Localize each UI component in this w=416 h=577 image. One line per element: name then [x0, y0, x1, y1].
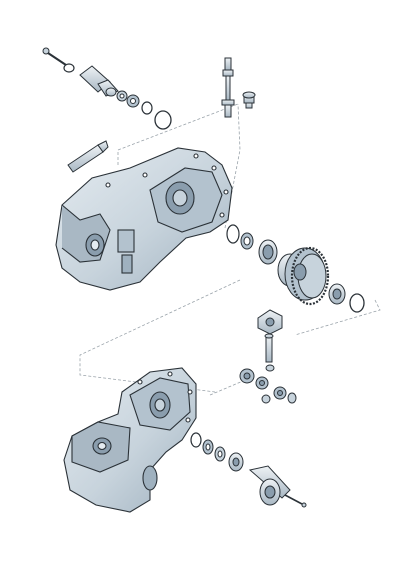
- pinion-shaft-icon: [264, 333, 274, 363]
- bearing-icon: [258, 239, 278, 265]
- sealant-tube-icon: [67, 140, 109, 173]
- seal-ring-icon: [154, 110, 172, 130]
- bevel-gear-icon: [255, 376, 269, 390]
- seal-ring-icon: [226, 224, 240, 244]
- bolt-icon: [42, 47, 67, 66]
- bevel-gear-icon: [239, 368, 255, 384]
- sensor-icon: [221, 57, 235, 118]
- bearing-icon: [328, 283, 346, 305]
- washer-icon: [265, 364, 275, 372]
- washer-icon: [202, 439, 214, 455]
- washer-icon: [214, 446, 226, 462]
- washer-icon: [261, 394, 271, 404]
- seal-ring-icon: [190, 432, 202, 448]
- flange-shaft-icon: [248, 465, 307, 508]
- housing-cover-icon: [63, 367, 197, 513]
- gearbox-housing-icon: [55, 147, 233, 291]
- seal-ring-icon: [141, 101, 153, 115]
- plug-icon: [242, 91, 256, 109]
- bearing-icon: [228, 452, 244, 472]
- washer-icon: [240, 232, 254, 250]
- selector-shaft-icon: [79, 65, 119, 97]
- o-ring-icon: [63, 63, 75, 73]
- differential-icon: [277, 246, 330, 306]
- bevel-gear-icon: [273, 386, 287, 400]
- washer-icon: [116, 90, 128, 102]
- washer-icon: [287, 392, 297, 404]
- seal-ring-icon: [349, 293, 365, 313]
- spider-gear-icon: [257, 309, 283, 335]
- washer-icon: [126, 94, 140, 108]
